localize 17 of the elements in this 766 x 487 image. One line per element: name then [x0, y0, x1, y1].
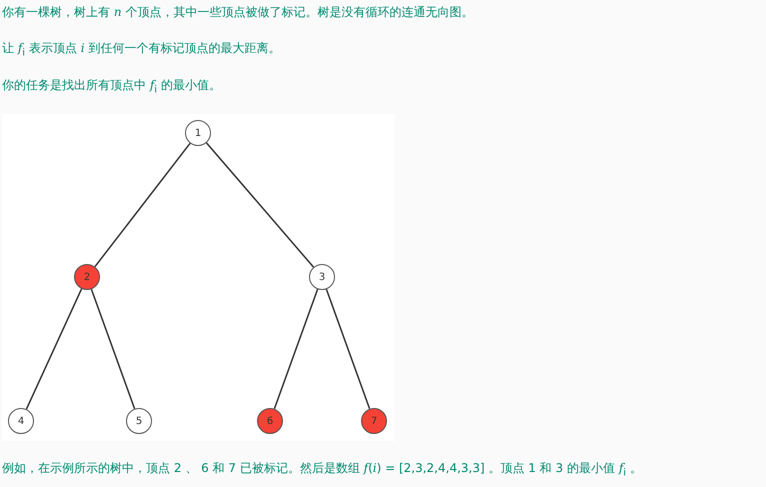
tree-edge [94, 142, 191, 268]
tree-vertex: 3 [309, 264, 335, 290]
tree-vertex: 5 [126, 408, 152, 434]
tree-edge [326, 288, 370, 410]
paragraph-text: 例如，在示例所示的树中，顶点 2 、 6 和 7 已被标记。然后是数组 f(i) = [2,3,2,4,4,3,3] 。顶点 1 和 3 的最小值 f$_{i}$ 。 [2, 460, 642, 480]
paragraph-text: 你有一棵树，树上有 n 个顶点，其中一些顶点被做了标记。树是没有循环的连通无向图。 [2, 4, 474, 20]
tree-vertex: 2 [74, 264, 100, 290]
paragraph-text: 你的任务是找出所有顶点中 f$_{i}$ 的最小值。 [2, 77, 221, 98]
tree-edge [206, 142, 314, 268]
tree-edge [26, 288, 82, 410]
tree-edge [274, 288, 318, 410]
tree-vertex: 1 [185, 120, 211, 146]
tree-vertex: 4 [8, 408, 34, 434]
paragraph-text: 让 f$_{i}$ 表示顶点 i 到任何一个有标记顶点的最大距离。 [2, 40, 280, 60]
tree-vertex: 7 [361, 408, 387, 434]
tree-vertex: 6 [257, 408, 283, 434]
tree-edge [90, 288, 136, 410]
